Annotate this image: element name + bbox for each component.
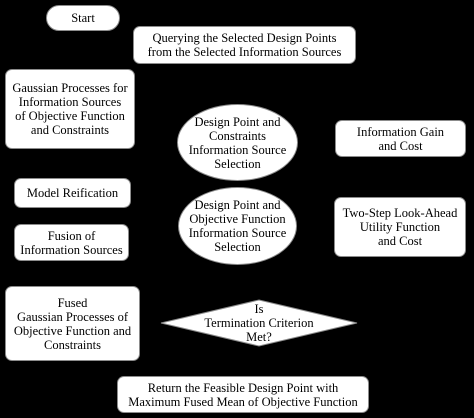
termination-criterion-label: Is Termination Criterion Met? [204,302,314,344]
start-node: Start [46,5,120,31]
model-reification-node: Model Reification [14,178,131,208]
query-node: Querying the Selected Design Points from… [133,26,356,64]
design-point-constraints-selection-node: Design Point and Constraints Information… [177,104,298,181]
termination-diamond [160,299,358,347]
information-gain-node: Information Gain and Cost [335,120,466,157]
fusion-node: Fusion of Information Sources [14,224,129,261]
gaussian-processes-node: Gaussian Processes for Information Sourc… [5,69,135,149]
design-point-objective-selection-node: Design Point and Objective Function Info… [178,187,297,265]
fused-gaussian-processes-node: Fused Gaussian Processes of Objective Fu… [5,286,140,361]
two-step-lookahead-node: Two-Step Look-Ahead Utility Function and… [334,197,466,257]
return-design-point-node: Return the Feasible Design Point with Ma… [117,376,369,413]
